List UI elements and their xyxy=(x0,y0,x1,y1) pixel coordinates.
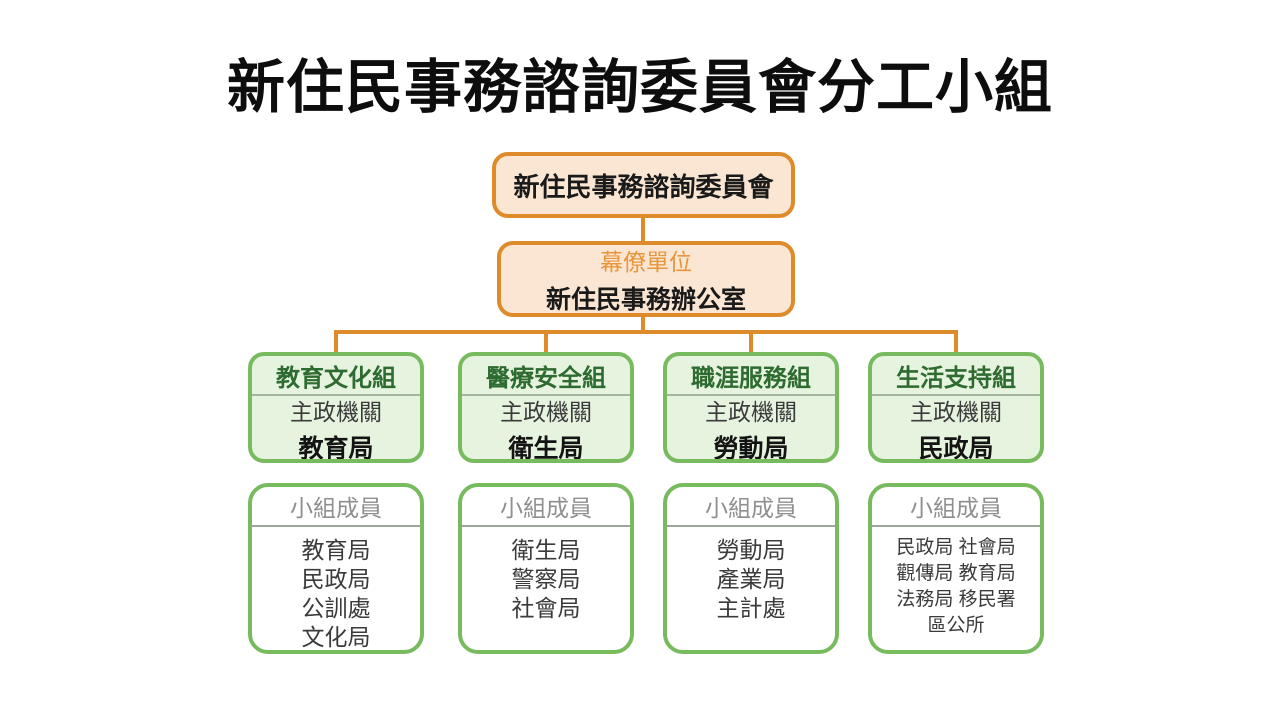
group-name: 教育文化組 xyxy=(252,356,420,396)
members-list: 民政局 社會局 觀傳局 教育局 法務局 移民署 區公所 xyxy=(872,527,1040,639)
members-box: 小組成員 教育局 民政局 公訓處 文化局 xyxy=(248,483,424,654)
group-column-life-support: 生活支持組 主政機關 民政局 小組成員 民政局 社會局 觀傳局 教育局 法務局 … xyxy=(868,352,1044,654)
member-item: 主計處 xyxy=(716,595,786,621)
member-item: 區公所 xyxy=(927,615,985,636)
group-column-medical-safety: 醫療安全組 主政機關 衛生局 小組成員 衛生局 警察局 社會局 xyxy=(458,352,634,654)
members-header: 小組成員 xyxy=(252,487,420,527)
group-body: 主政機關 民政局 xyxy=(872,396,1040,463)
group-body: 主政機關 衛生局 xyxy=(462,396,630,463)
committee-label: 新住民事務諮詢委員會 xyxy=(513,171,774,202)
agency-name: 勞動局 xyxy=(713,434,789,463)
member-item: 民政局 社會局 xyxy=(896,537,1016,558)
member-item: 教育局 xyxy=(301,537,371,563)
member-item: 勞動局 xyxy=(716,537,786,563)
group-box: 生活支持組 主政機關 民政局 xyxy=(868,352,1044,463)
agency-name: 衛生局 xyxy=(508,434,584,463)
agency-header: 主政機關 xyxy=(910,398,1002,425)
connector-bus-line xyxy=(334,330,958,334)
group-body: 主政機關 教育局 xyxy=(252,396,420,463)
group-column-education-culture: 教育文化組 主政機關 教育局 小組成員 教育局 民政局 公訓處 文化局 xyxy=(248,352,424,654)
agency-header: 主政機關 xyxy=(500,398,592,425)
group-name: 生活支持組 xyxy=(872,356,1040,396)
connector-drop-2 xyxy=(544,330,548,353)
group-column-career-services: 職涯服務組 主政機關 勞動局 小組成員 勞動局 產業局 主計處 xyxy=(663,352,839,654)
agency-name: 民政局 xyxy=(918,434,994,463)
agency-name: 教育局 xyxy=(298,434,374,463)
committee-box: 新住民事務諮詢委員會 xyxy=(492,152,795,218)
group-box: 教育文化組 主政機關 教育局 xyxy=(248,352,424,463)
member-item: 公訓處 xyxy=(301,595,371,621)
office-name-label: 新住民事務辦公室 xyxy=(545,285,746,314)
member-item: 產業局 xyxy=(716,566,786,592)
office-role-label: 幕僚單位 xyxy=(600,248,692,275)
members-box: 小組成員 民政局 社會局 觀傳局 教育局 法務局 移民署 區公所 xyxy=(868,483,1044,654)
connector-drop-4 xyxy=(954,330,958,353)
members-header: 小組成員 xyxy=(872,487,1040,527)
agency-header: 主政機關 xyxy=(290,398,382,425)
members-box: 小組成員 衛生局 警察局 社會局 xyxy=(458,483,634,654)
member-item: 文化局 xyxy=(301,624,371,650)
office-box: 幕僚單位 新住民事務辦公室 xyxy=(497,241,795,317)
members-list: 教育局 民政局 公訓處 文化局 xyxy=(252,527,420,650)
members-list: 勞動局 產業局 主計處 xyxy=(667,527,835,623)
members-box: 小組成員 勞動局 產業局 主計處 xyxy=(663,483,839,654)
connector-drop-3 xyxy=(749,330,753,353)
agency-header: 主政機關 xyxy=(705,398,797,425)
connector-office-bus xyxy=(641,315,645,331)
group-box: 職涯服務組 主政機關 勞動局 xyxy=(663,352,839,463)
members-list: 衛生局 警察局 社會局 xyxy=(462,527,630,623)
member-item: 衛生局 xyxy=(511,537,581,563)
group-box: 醫療安全組 主政機關 衛生局 xyxy=(458,352,634,463)
group-name: 醫療安全組 xyxy=(462,356,630,396)
connector-drop-1 xyxy=(334,330,338,353)
member-item: 警察局 xyxy=(511,566,581,592)
group-name: 職涯服務組 xyxy=(667,356,835,396)
members-header: 小組成員 xyxy=(462,487,630,527)
member-item: 社會局 xyxy=(511,595,581,621)
member-item: 觀傳局 教育局 xyxy=(896,563,1016,584)
member-item: 法務局 移民署 xyxy=(896,589,1016,610)
group-body: 主政機關 勞動局 xyxy=(667,396,835,463)
member-item: 民政局 xyxy=(301,566,371,592)
connector-committee-office xyxy=(641,217,645,242)
page-title: 新住民事務諮詢委員會分工小組 xyxy=(226,55,1053,120)
members-header: 小組成員 xyxy=(667,487,835,527)
